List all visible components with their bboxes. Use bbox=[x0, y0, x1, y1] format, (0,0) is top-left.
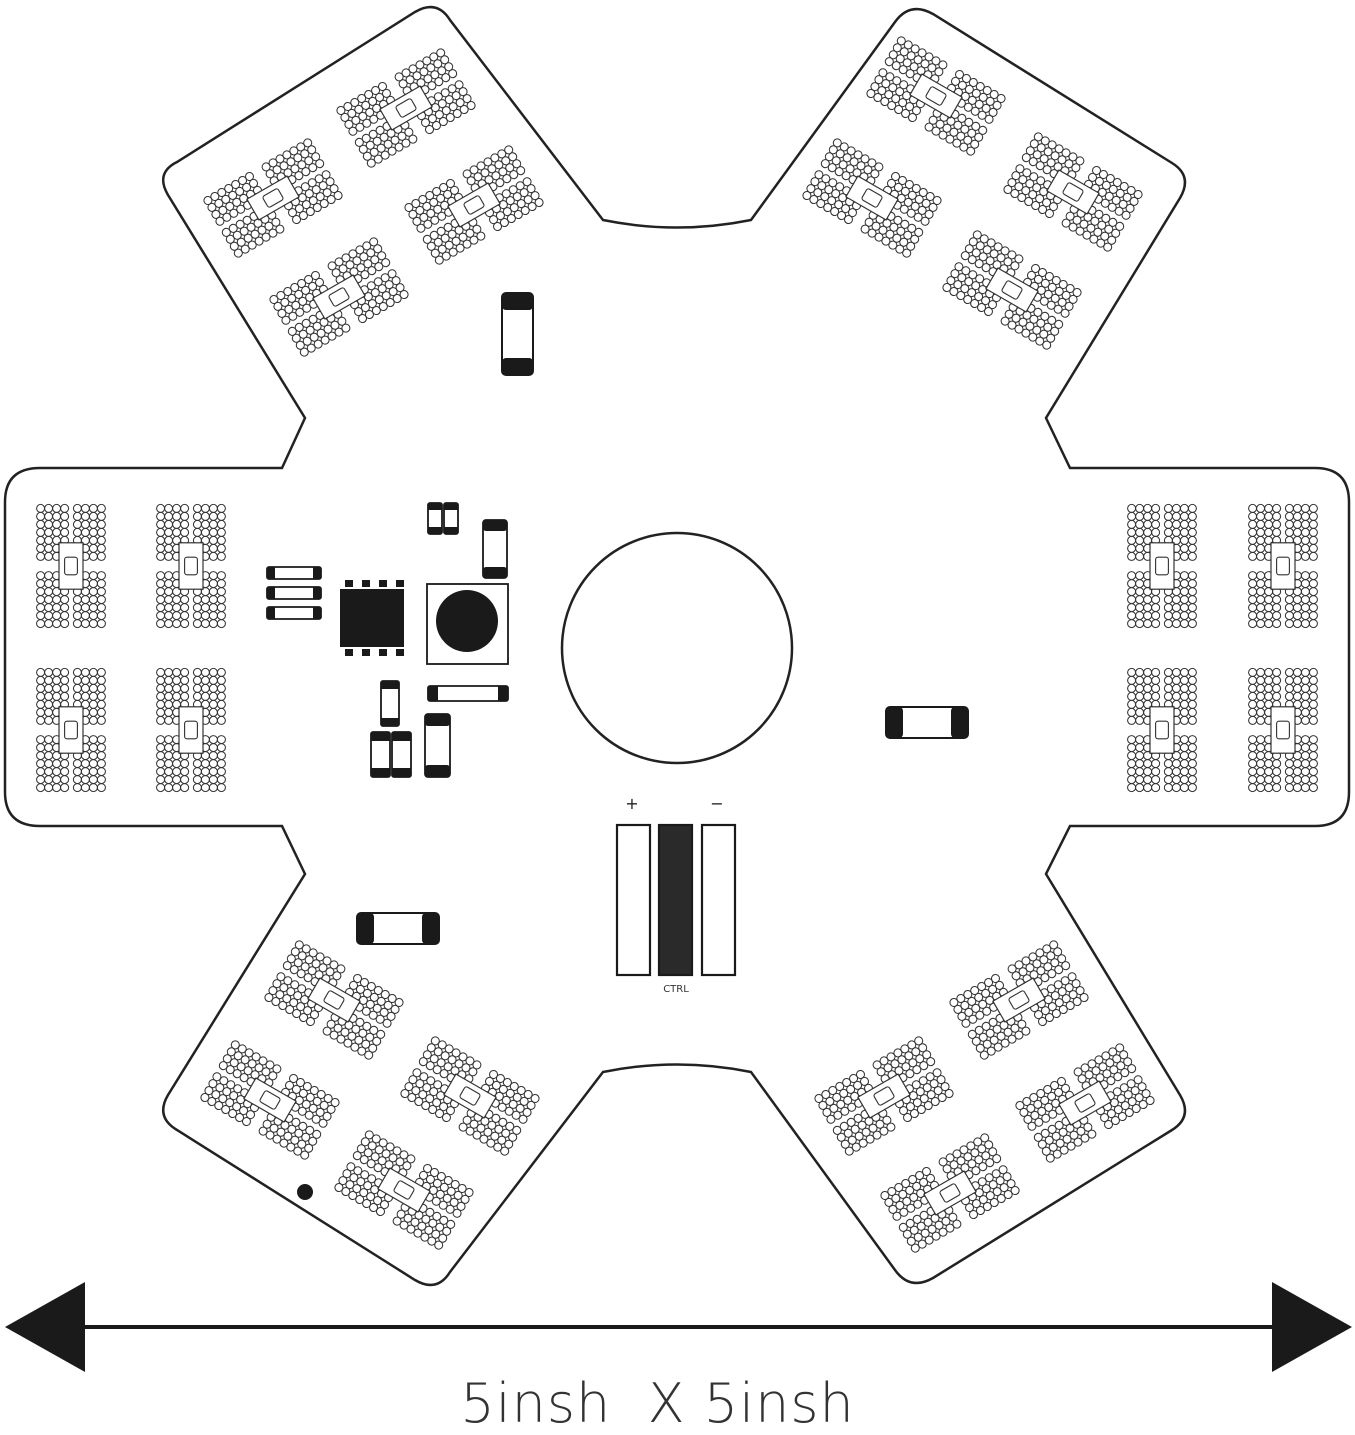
small-capacitors bbox=[266, 502, 509, 778]
pad-minus bbox=[700, 823, 737, 977]
resistor-right bbox=[885, 706, 969, 739]
ic-chip bbox=[340, 580, 404, 656]
polarity-dot bbox=[297, 1184, 313, 1200]
arrow-right-icon bbox=[1272, 1282, 1352, 1372]
pad-plus bbox=[615, 823, 652, 977]
connector-pads: + − CTRL bbox=[615, 794, 737, 995]
dimension-arrow bbox=[5, 1282, 1352, 1372]
resistor-top bbox=[501, 292, 534, 376]
inductor bbox=[426, 583, 509, 665]
plus-sign: + bbox=[625, 794, 638, 813]
minus-sign: − bbox=[710, 794, 723, 813]
arrow-left-icon bbox=[5, 1282, 85, 1372]
ctrl-label: CTRL bbox=[663, 984, 689, 995]
dimension-label: 5insh X 5insh bbox=[460, 1372, 855, 1435]
resistor-bottom-left bbox=[356, 912, 440, 945]
center-mounting-hole bbox=[560, 531, 794, 765]
pad-ctrl bbox=[657, 823, 694, 977]
